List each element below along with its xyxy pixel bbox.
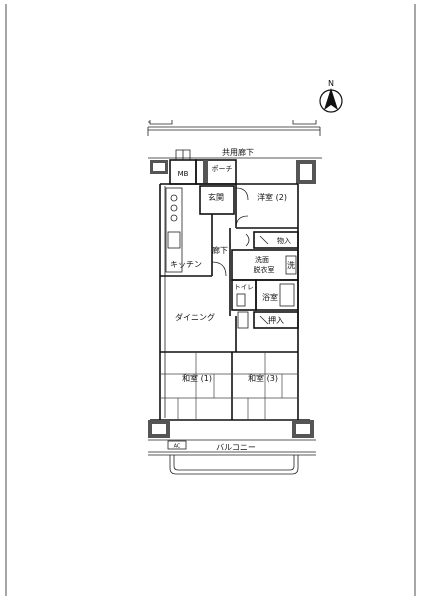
entrance-label: 玄関 [208, 192, 224, 202]
washroom-label-1: 洗面 [255, 255, 269, 264]
entrance-area [199, 185, 249, 215]
closet-area [253, 311, 299, 329]
corridor-railing [147, 120, 321, 136]
kitchen-label: キッチン [170, 260, 202, 269]
japanese-room-1-label: 和室 (1) [182, 373, 212, 383]
japanese-room-3 [232, 352, 298, 420]
balcony-area [148, 439, 316, 475]
washer-label: 洗 [287, 260, 295, 270]
japanese-room-3-label: 和室 (3) [248, 373, 278, 383]
porch-label: ポーチ [212, 165, 233, 173]
storage-area [253, 231, 299, 249]
storage-label: 物入 [277, 236, 291, 245]
outer-walls [150, 183, 310, 421]
pillars-bottom [148, 420, 314, 438]
pillars-top [150, 160, 316, 184]
compass-letter: N [328, 79, 334, 88]
balcony-label: バルコニー [216, 443, 256, 452]
toilet-label: トイレ [234, 283, 254, 291]
japanese-room-1 [160, 352, 233, 420]
dining-area [160, 311, 298, 353]
bathroom-label: 浴室 [262, 292, 278, 302]
washroom-label-2: 脱衣室 [254, 265, 275, 274]
north-arrow-icon: N [319, 79, 343, 113]
mb-label: MB [178, 170, 189, 178]
western-room-2 [235, 184, 298, 229]
kitchen-area [160, 187, 213, 277]
ac-label: AC [174, 444, 181, 450]
mb-area [169, 149, 197, 185]
closet-label: 押入 [268, 315, 284, 325]
corridor-label: 共用廊下 [222, 147, 254, 157]
hallway-label: 廊下 [212, 245, 228, 255]
page-frame [5, 4, 416, 596]
dining-label: ダイニング [175, 312, 215, 322]
bathroom-area [255, 279, 299, 311]
western-room-2-label: 洋室 (2) [257, 192, 287, 202]
hallway-area [211, 228, 250, 316]
